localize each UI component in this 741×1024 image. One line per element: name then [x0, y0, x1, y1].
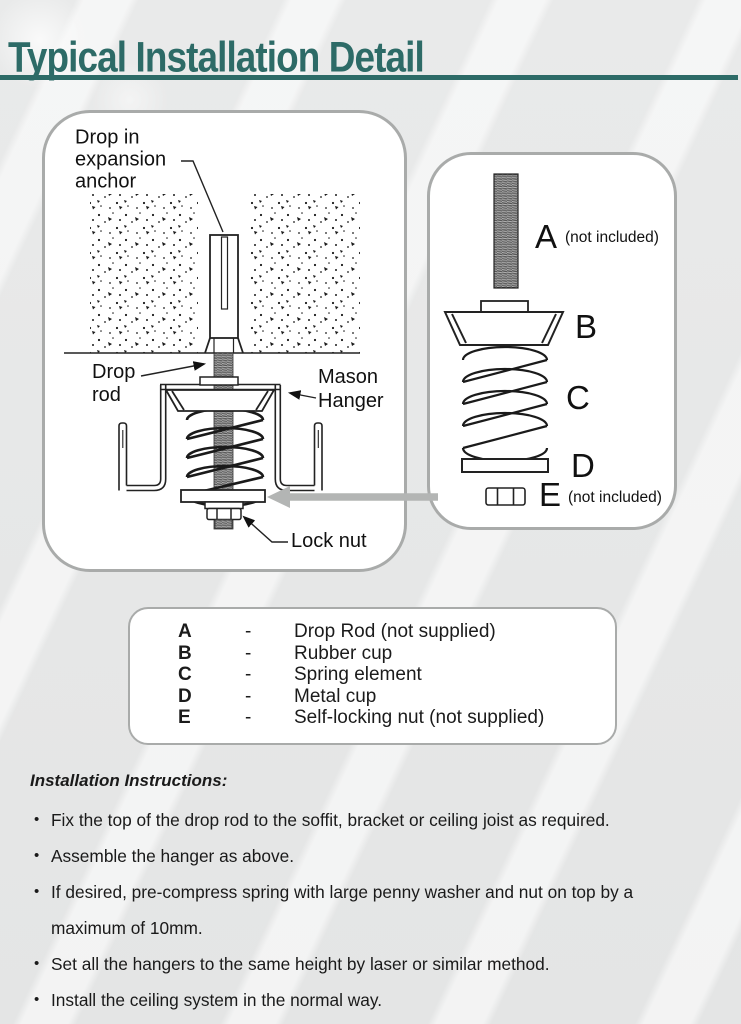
legend-dash: - [245, 685, 252, 707]
rubber-cup [164, 389, 276, 412]
legend-dash: - [245, 664, 252, 685]
part-b-washer [480, 300, 529, 313]
legend-row: A - Drop Rod (not supplied) [178, 621, 615, 643]
anchor-label: Drop in [75, 127, 139, 149]
legend-letter: E [178, 707, 191, 728]
legend-dash: - [245, 642, 252, 664]
expansion-anchor [204, 234, 244, 354]
legend-description: Spring element [294, 664, 422, 685]
legend-description: Rubber cup [294, 642, 393, 664]
top-washer [199, 376, 239, 386]
assembled-diagram-box: Drop in expansion anchor Drop rod Mason … [42, 110, 407, 572]
part-letter: C [566, 379, 590, 416]
legend-row: C - Spring element [178, 664, 615, 686]
parts-diagram: A (not included) B C D E (not [443, 173, 662, 513]
part-a-rod [493, 173, 519, 289]
part-letter: A [535, 218, 557, 255]
connector-arrow [267, 486, 438, 508]
drop-rod-label: rod [92, 384, 121, 406]
part-b-rubber-cup [443, 311, 565, 346]
legend-row: D - Metal cup [178, 686, 615, 708]
parts-diagram-box: A (not included) B C D E (not [427, 152, 677, 530]
legend-row: E - Self-locking nut (not supplied) [178, 707, 615, 729]
mason-hanger-label: Hanger [318, 390, 384, 412]
legend-letter: D [178, 685, 192, 707]
legend-row: B - Rubber cup [178, 643, 615, 665]
part-note: (not included) [568, 489, 662, 506]
part-letter: B [575, 308, 597, 345]
legend-letter: B [178, 642, 192, 664]
anchor-leader-line [181, 160, 224, 233]
legend-dash: - [245, 707, 252, 728]
legend-description: Self-locking nut (not supplied) [294, 707, 545, 728]
assembled-diagram: Drop in expansion anchor Drop rod Mason … [64, 127, 384, 552]
lock-nut [206, 507, 242, 521]
lock-nut-arrow [242, 515, 288, 543]
legend-box: A - Drop Rod (not supplied) B - Rubber c… [128, 607, 617, 745]
anchor-label: anchor [75, 171, 136, 193]
drop-rod-label: Drop [92, 361, 135, 383]
part-note: (not included) [565, 229, 659, 246]
mason-hanger-label: Mason [318, 366, 378, 388]
legend-description: Metal cup [294, 685, 377, 707]
bottom-washer [204, 501, 244, 510]
part-c-spring [461, 345, 549, 463]
instructions-heading: Installation Instructions: [30, 771, 228, 790]
page-title: Typical Installation Detail [8, 32, 425, 82]
part-d-metal-cup [461, 458, 549, 473]
part-e-nut [485, 487, 526, 506]
legend-description: Drop Rod (not supplied) [294, 621, 496, 642]
instruction-bullet: Assemble the hanger as above. [30, 838, 695, 874]
hanger-arrow [287, 390, 317, 400]
anchor-label: expansion [75, 149, 166, 171]
instruction-bullet: Set all the hangers to the same height b… [30, 946, 695, 982]
metal-cup [180, 489, 266, 503]
instructions-list: Fix the top of the drop rod to the soffi… [30, 802, 695, 1018]
instruction-bullet: Fix the top of the drop rod to the soffi… [30, 802, 695, 838]
legend-letter: C [178, 664, 192, 685]
drop-rod-arrow [140, 361, 207, 377]
instruction-bullet: Install the ceiling system in the normal… [30, 982, 695, 1018]
instruction-bullet: If desired, pre-compress spring with lar… [30, 874, 695, 946]
connector-arrowhead [267, 486, 290, 508]
part-letter: D [571, 447, 595, 484]
legend-dash: - [245, 621, 252, 642]
installation-instructions: Installation Instructions: Fix the top o… [30, 770, 695, 1018]
part-letter: E [539, 476, 561, 513]
legend-letter: A [178, 621, 192, 642]
lock-nut-label: Lock nut [291, 530, 367, 552]
title-rule [0, 75, 738, 80]
